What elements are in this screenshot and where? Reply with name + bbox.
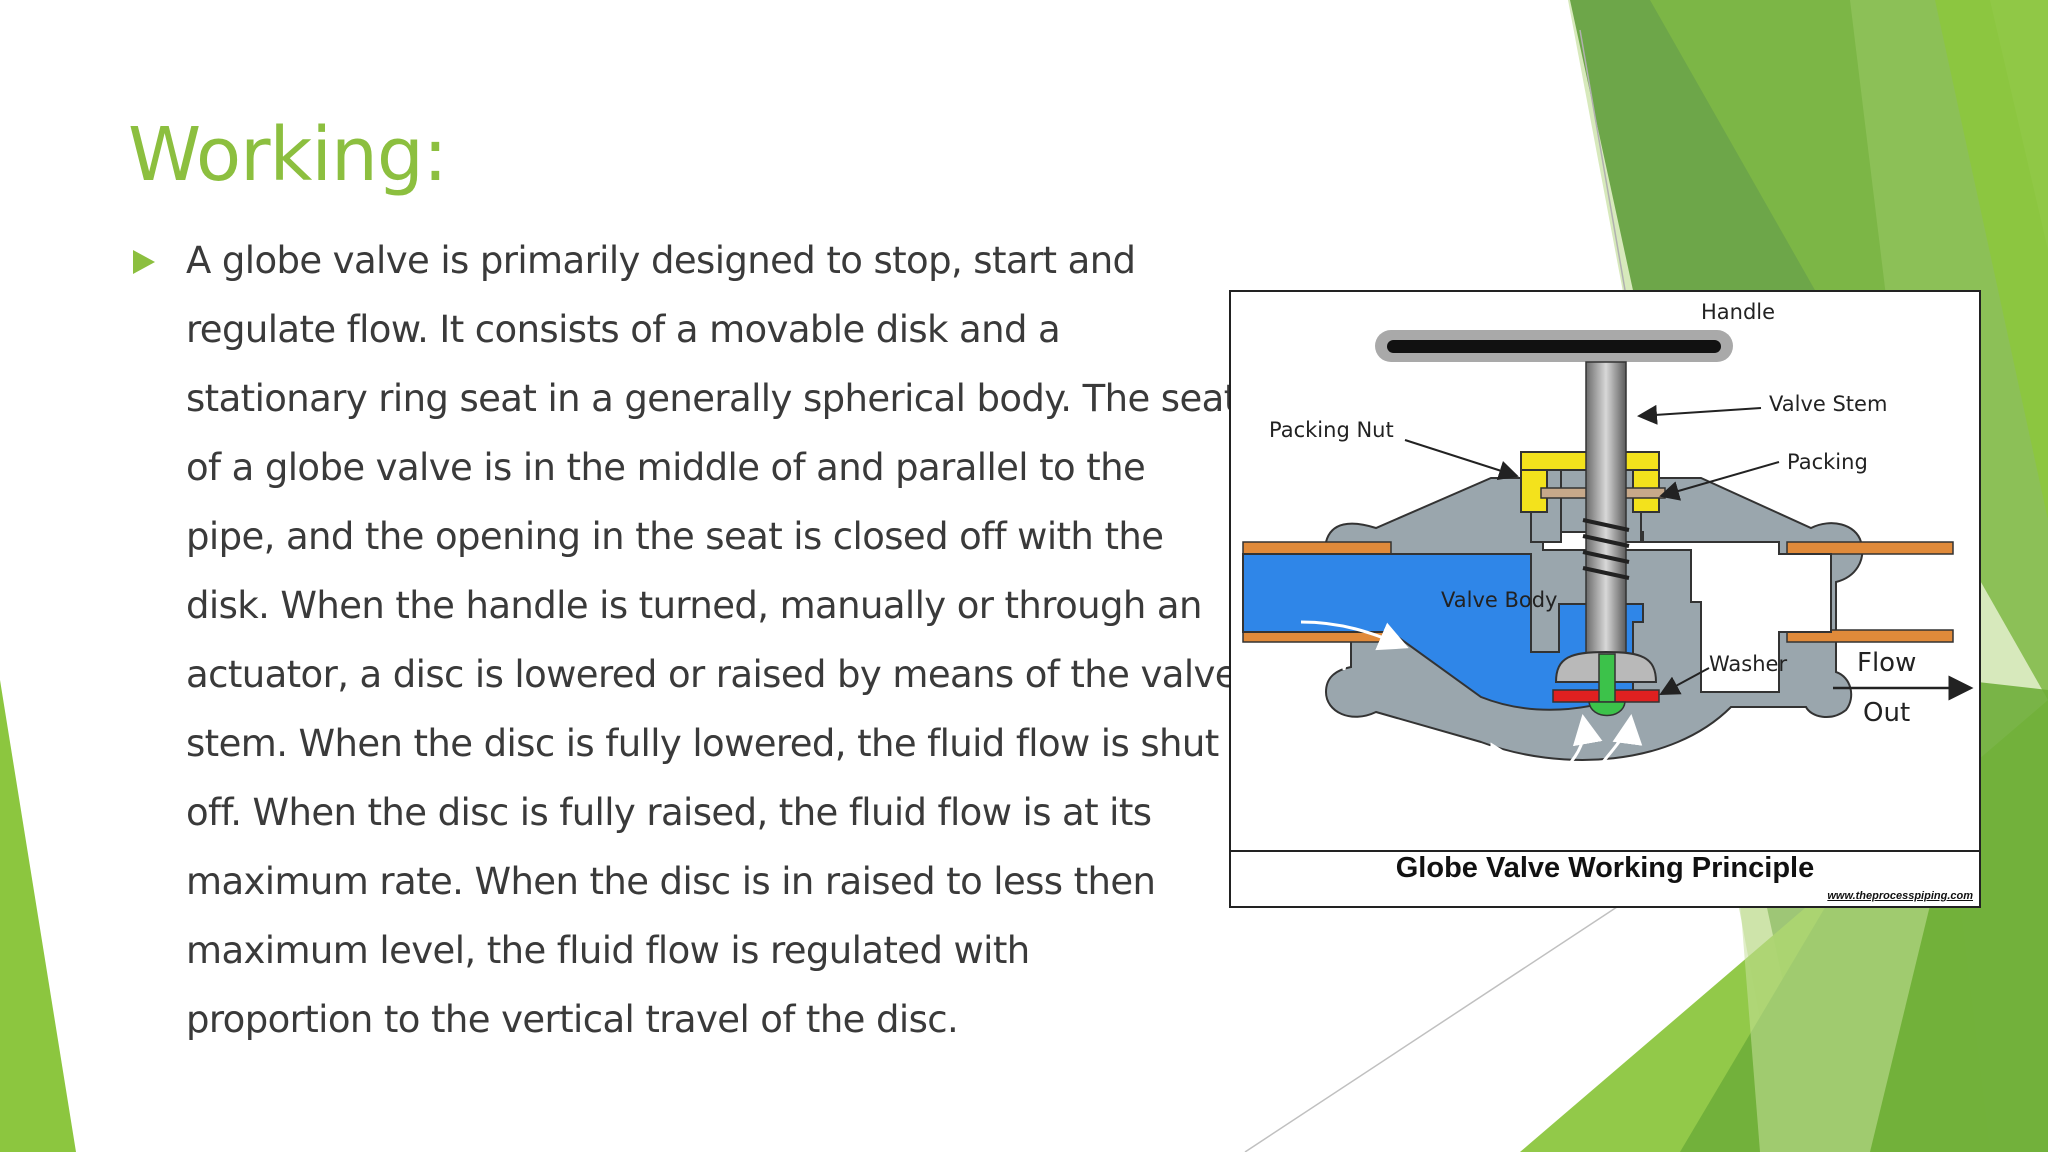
handle-label: Handle — [1701, 300, 1776, 324]
valve-body-label: Valve Body — [1441, 588, 1558, 612]
triangle-right-icon — [133, 250, 155, 274]
flow-in-label: Flow — [1295, 648, 1350, 676]
body-line: maximum level, the fluid flow is regulat… — [186, 929, 1030, 972]
slide-title: Working: — [128, 112, 448, 198]
figure-credit: www.theprocesspiping.com — [1827, 890, 1973, 902]
body-line: of a globe valve is in the middle of and… — [186, 446, 1146, 489]
body-line: pipe, and the opening in the seat is clo… — [186, 515, 1164, 558]
body-line: A globe valve is primarily designed to s… — [186, 239, 1136, 282]
body-line: regulate flow. It consists of a movable … — [186, 308, 1061, 351]
figure-caption: Globe Valve Working Principle — [1395, 852, 1815, 884]
caption-divider — [1231, 850, 1979, 852]
valve-stem-label: Valve Stem — [1769, 392, 1888, 416]
flow-out-label-2: Out — [1863, 698, 1911, 728]
body-line: stationary ring seat in a generally sphe… — [186, 377, 1238, 420]
body-paragraph: A globe valve is primarily designed to s… — [186, 226, 1238, 1054]
packing-label: Packing — [1787, 450, 1868, 474]
packing-nut-label: Packing Nut — [1269, 418, 1394, 442]
body-line: disk. When the handle is turned, manuall… — [186, 584, 1202, 627]
flow-out-label: Flow — [1857, 648, 1917, 678]
body-line: proportion to the vertical travel of the… — [186, 998, 959, 1041]
body-line: actuator, a disc is lowered or raised by… — [186, 653, 1238, 696]
body-line: stem. When the disc is fully lowered, th… — [186, 722, 1219, 765]
washer-label: Washer — [1709, 652, 1788, 676]
body-line: off. When the disc is fully raised, the … — [186, 791, 1152, 834]
globe-valve-illustration — [1242, 330, 1974, 773]
body-line: maximum rate. When the disc is in raised… — [186, 860, 1156, 903]
globe-valve-diagram: Handle Valve Stem Packing Nut Packing Va… — [1229, 290, 1981, 908]
flow-in-label-2: In — [1311, 698, 1334, 726]
